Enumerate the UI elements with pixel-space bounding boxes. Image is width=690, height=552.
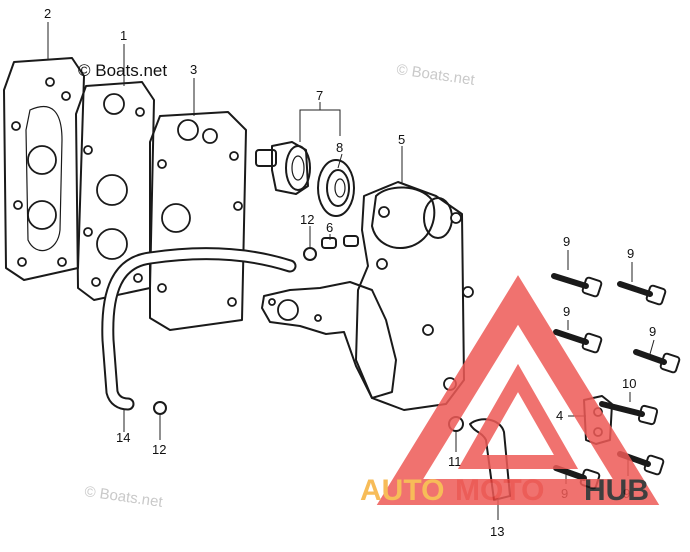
gasket-3 <box>149 111 247 331</box>
clip-12-lower <box>153 401 167 415</box>
clip-12-upper <box>303 247 317 261</box>
pipe-elbow <box>261 281 397 399</box>
logo-triangle-outer <box>376 275 660 505</box>
bolt-9-b <box>617 281 667 306</box>
pin-6 <box>321 235 359 249</box>
callout-3: 3 <box>190 62 197 77</box>
watermark-main: © Boats.net <box>78 61 167 80</box>
callout-5: 5 <box>398 132 405 147</box>
callout-7: 7 <box>316 88 323 103</box>
callout-12-lower: 12 <box>152 442 166 457</box>
logo-triangle-inner <box>457 363 579 469</box>
leader-lines <box>47 22 655 520</box>
callout-10: 10 <box>622 376 636 391</box>
callout-13: 13 <box>490 524 504 539</box>
bolt-9-d <box>633 349 681 374</box>
callout-9-a: 9 <box>563 234 570 249</box>
callout-12-upper: 12 <box>300 212 314 227</box>
logo-text-hub: HUB <box>584 474 649 507</box>
callout-9-b: 9 <box>627 246 634 261</box>
callout-9-c: 9 <box>563 304 570 319</box>
automotohub-logo: AUTO MOTO HUB <box>360 275 660 507</box>
water-pump-5 <box>355 181 474 411</box>
callout-2: 2 <box>44 6 51 21</box>
bolt-9-a <box>551 273 603 298</box>
gasket-1 <box>75 81 155 301</box>
logo-text-moto: MOTO <box>455 474 544 507</box>
callout-labels: 2 1 3 7 8 5 12 6 12 14 11 13 4 10 9 9 9 … <box>44 6 656 539</box>
bolt-10 <box>599 401 659 426</box>
callout-9-d: 9 <box>649 324 656 339</box>
callout-4: 4 <box>556 408 563 423</box>
callout-14: 14 <box>116 430 130 445</box>
hose-14 <box>101 247 297 411</box>
callout-8: 8 <box>336 140 343 155</box>
gasket-2 <box>3 57 85 281</box>
bolt-9-c <box>553 329 603 354</box>
watermark-top-right: © Boats.net <box>395 61 476 89</box>
seal-8 <box>317 159 355 217</box>
thermostat-7 <box>255 141 311 195</box>
callout-11: 11 <box>448 454 462 469</box>
logo-text-auto: AUTO <box>360 474 444 507</box>
watermark-bottom-left: © Boats.net <box>83 483 164 511</box>
callout-6: 6 <box>326 220 333 235</box>
callout-1: 1 <box>120 28 127 43</box>
